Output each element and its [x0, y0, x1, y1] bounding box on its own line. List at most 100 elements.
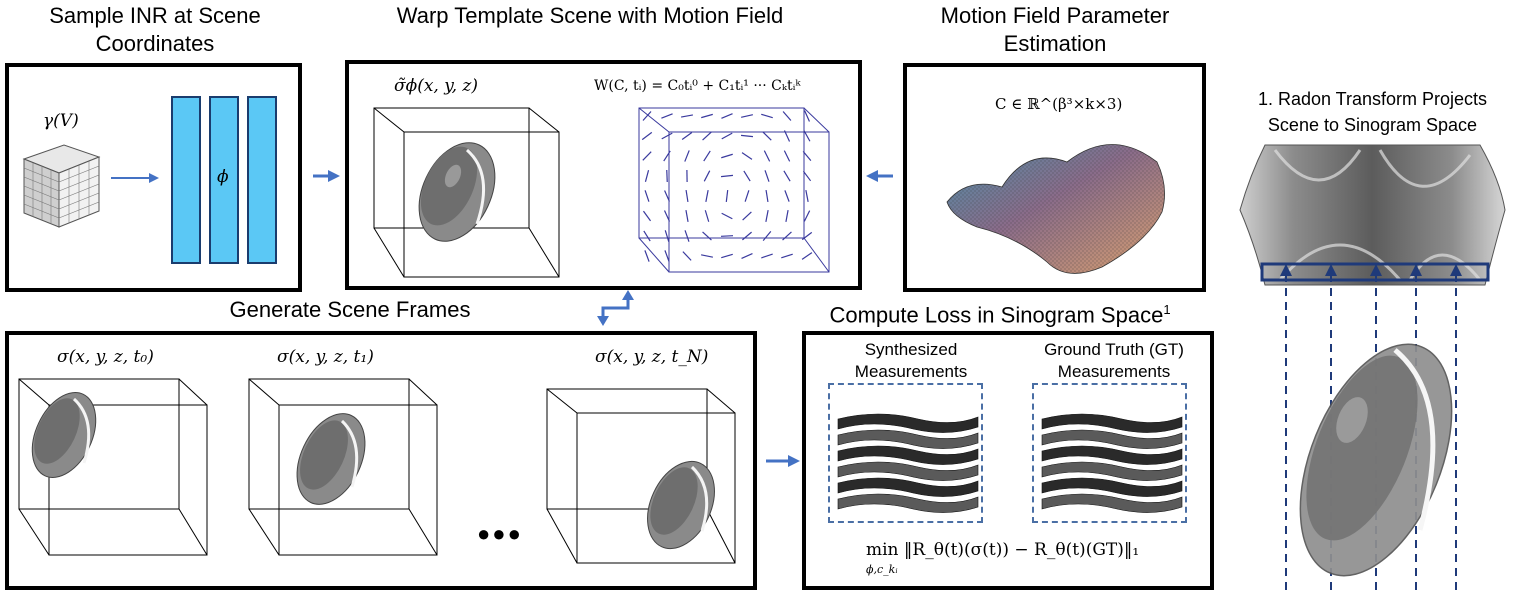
frame-0-label: σ(x, y, z, t₀) [57, 347, 154, 367]
panel-sample-inr: γ(V) ϕ [5, 63, 302, 292]
vector-arrow [721, 153, 733, 159]
network-label: ϕ [217, 167, 229, 187]
vector-arrow [663, 210, 671, 222]
vector-arrow [721, 113, 733, 119]
vector-arrow [783, 150, 791, 162]
radon-hemisphere-icon [1299, 343, 1453, 577]
vector-arrow [661, 113, 673, 119]
vector-arrow [725, 189, 729, 203]
vector-arrow [680, 114, 694, 118]
vector-arrow [761, 253, 773, 259]
sinogram-sheet [837, 413, 979, 433]
vector-arrow [802, 151, 812, 161]
vector-arrow [641, 131, 653, 141]
vector-arrow [763, 150, 771, 162]
vector-arrow [705, 189, 709, 203]
vector-arrow [644, 250, 650, 262]
vector-arrow [762, 131, 772, 141]
vector-arrow [685, 189, 689, 203]
radon-sinogram-icon [1239, 144, 1506, 286]
hemisphere-icon [418, 142, 496, 242]
frame-1-box [248, 378, 438, 556]
vector-arrow [784, 190, 790, 202]
vector-arrow [642, 210, 652, 222]
sinogram-sheet [1041, 445, 1183, 465]
sinogram-sheet [1041, 413, 1183, 433]
sinogram-sheet [1041, 493, 1183, 513]
panel-warp: σ̃ϕ(x, y, z) W(C, tᵢ) = C₀tᵢ⁰ + C₁tᵢ¹ ··… [345, 60, 862, 290]
surface-plot-icon [946, 144, 1165, 274]
vector-arrow [703, 170, 711, 182]
vector-arrow [783, 130, 791, 142]
frame-1-hemisphere-icon [296, 413, 366, 505]
title-radon: 1. Radon Transform Projects Scene to Sin… [1257, 89, 1488, 135]
gt-label: Ground Truth (GT) Measurements [1024, 339, 1204, 383]
vector-arrow [802, 170, 812, 182]
vector-arrow [684, 150, 690, 162]
vector-arrow [721, 212, 733, 220]
vector-arrow [741, 252, 753, 260]
vector-arrow [685, 209, 689, 223]
frame-n-box [546, 388, 736, 564]
motion-surface [946, 144, 1165, 274]
sinogram-sheet [837, 477, 979, 497]
network-layer-2 [209, 96, 239, 264]
frame-0-hemisphere-icon [31, 392, 97, 478]
vector-arrow [644, 170, 650, 182]
sinogram-sheet [837, 461, 979, 481]
panel-motion-param: C ∈ ℝ^(β³×k×3) [903, 63, 1206, 292]
vector-arrow [704, 210, 710, 222]
gt-line1: Ground Truth (GT) [1044, 340, 1184, 359]
warp-graphics [373, 107, 830, 278]
loss-objective-sub: ϕ,c_kᵢ [866, 563, 898, 576]
vector-arrow [741, 114, 753, 118]
sinogram-sheet [1041, 477, 1183, 497]
frame-n-hemisphere-icon [647, 460, 715, 550]
vector-arrow [805, 189, 809, 203]
vector-arrow [803, 110, 811, 122]
vector-arrow [721, 132, 733, 140]
vector-arrow [703, 150, 711, 162]
sinogram-sheet [837, 493, 979, 513]
vector-arrow [721, 253, 733, 259]
vector-arrow [764, 170, 770, 182]
synth-sinogram-stack-icon [837, 413, 979, 513]
sinogram-sheet [837, 429, 979, 449]
panel-compute-loss: Synthesized Measurements Ground Truth (G… [802, 331, 1214, 590]
sinogram-sheet [837, 445, 979, 465]
vector-arrow [664, 230, 670, 242]
vector-arrow [701, 113, 713, 119]
motion-formula: C ∈ ℝ^(β³×k×3) [995, 95, 1123, 113]
vector-arrow [720, 174, 734, 178]
vector-arrow [720, 235, 734, 237]
inr-input-label: γ(V) [43, 111, 79, 131]
compute-loss-footnote: 1 [1163, 302, 1171, 317]
vector-field-box [638, 107, 830, 273]
frames-graphics [18, 378, 736, 564]
inr-graphics [22, 96, 277, 264]
vector-arrow [761, 113, 773, 119]
frame-0-box [18, 378, 208, 556]
vector-arrow [782, 231, 792, 241]
loss-objective: min ‖R_θ(t)(σ(t)) − R_θ(t)(GT)‖₁ [866, 540, 1140, 560]
network-layer-3 [247, 96, 277, 264]
vector-arrow [643, 230, 651, 242]
vector-arrow [781, 253, 793, 259]
synth-line1: Synthesized [864, 340, 958, 359]
vector-field-arrows [641, 110, 813, 262]
gt-sinogram-stack-icon [1041, 413, 1183, 513]
vector-arrow [740, 134, 754, 138]
sinogram-sheet [1041, 429, 1183, 449]
vector-arrow [742, 211, 752, 221]
vector-arrow [783, 170, 791, 182]
vector-arrow [682, 251, 692, 261]
synth-dashed-box [828, 383, 983, 523]
compute-loss-text: Compute Loss in Sinogram Space [829, 302, 1164, 328]
title-compute-loss: Compute Loss in Sinogram Space1 [800, 296, 1200, 329]
vector-arrow [681, 132, 693, 140]
synth-label: Synthesized Measurements [826, 339, 996, 383]
vector-arrow [642, 111, 652, 121]
title-sample-inr: Sample INR at Scene Coordinates [49, 3, 261, 56]
vector-arrow [801, 252, 813, 260]
